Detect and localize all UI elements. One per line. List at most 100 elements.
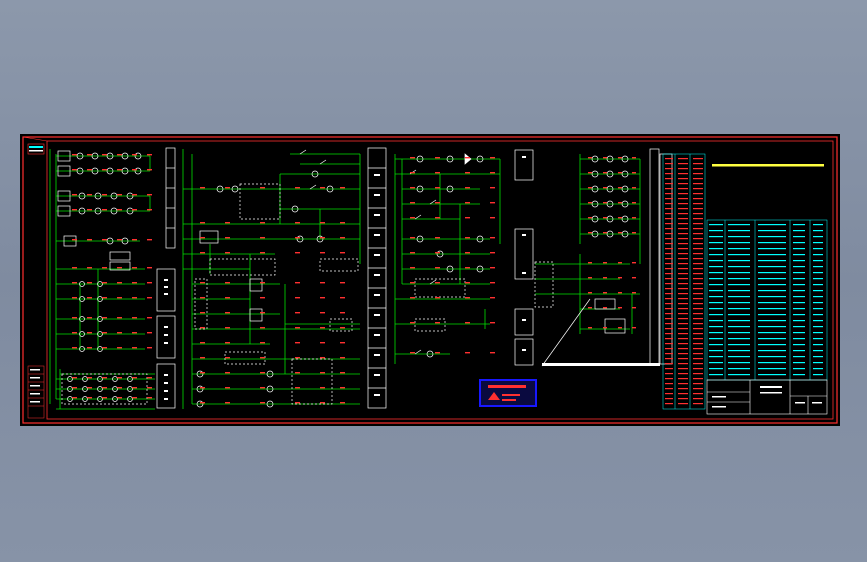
device-tag (678, 323, 688, 325)
device-tag (665, 163, 673, 165)
device-tag (678, 208, 688, 210)
device-tag (117, 332, 122, 334)
device-tag (728, 362, 750, 364)
device-tag (225, 402, 230, 404)
device-tag (410, 267, 415, 269)
device-tag (693, 203, 703, 205)
device-tag (728, 242, 750, 244)
device-tag (709, 242, 723, 244)
device-tag (490, 172, 495, 174)
device-tag (72, 282, 77, 284)
device-tag (813, 374, 823, 376)
device-tag (603, 292, 607, 294)
device-tag (200, 327, 205, 329)
device-tag (295, 282, 300, 284)
device-tag (693, 308, 703, 310)
device-tag (490, 282, 495, 284)
device-tag (147, 282, 152, 284)
device-tag (320, 252, 325, 254)
device-tag (588, 202, 592, 204)
device-tag (102, 377, 107, 379)
device-tag (693, 193, 703, 195)
device-tag (793, 272, 805, 274)
device-tag (709, 326, 723, 328)
device-tag (87, 397, 92, 399)
device-tag (200, 342, 205, 344)
device-tag (709, 308, 723, 310)
relay-logic-devices (409, 153, 484, 358)
device-tag (340, 187, 345, 189)
device-tag (693, 208, 703, 210)
device-tag (758, 344, 786, 346)
device-tag (320, 402, 325, 404)
device-tag (728, 278, 750, 280)
device-tag (465, 297, 470, 299)
device-tag (665, 348, 673, 350)
device-tag (588, 327, 592, 329)
device-tag (793, 278, 805, 280)
cad-drawing-viewport[interactable] (20, 134, 840, 426)
device-tag (225, 187, 230, 189)
device-tag (117, 209, 122, 211)
device-tag (603, 327, 607, 329)
device-tag (102, 209, 107, 211)
device-tag (793, 284, 805, 286)
device-tag (758, 272, 786, 274)
device-tag (665, 308, 673, 310)
device-tag (632, 217, 636, 219)
device-tag (728, 260, 750, 262)
device-tag (693, 263, 703, 265)
device-tag (709, 338, 723, 340)
device-tag (147, 169, 152, 171)
device-tag (200, 402, 205, 404)
device-tag (603, 232, 607, 234)
device-tag (72, 377, 77, 379)
device-tag (340, 312, 345, 314)
note-text-line (542, 363, 660, 366)
device-tag (435, 352, 440, 354)
device-tag (295, 312, 300, 314)
device-tag (102, 194, 107, 196)
device-tag (295, 222, 300, 224)
device-tag (665, 268, 673, 270)
device-tag (340, 372, 345, 374)
device-tag (632, 172, 636, 174)
device-tag (200, 312, 205, 314)
device-tag (813, 314, 823, 316)
device-tag (200, 222, 205, 224)
device-tag (340, 402, 345, 404)
device-tag (665, 253, 673, 255)
device-tag (72, 347, 77, 349)
device-tag (813, 302, 823, 304)
device-tag (340, 387, 345, 389)
device-tag (709, 332, 723, 334)
device-tag (665, 373, 673, 375)
device-tag (147, 154, 152, 156)
device-tag (665, 318, 673, 320)
device-tag (758, 320, 786, 322)
device-tag (709, 272, 723, 274)
device-tag (693, 248, 703, 250)
device-tag (665, 358, 673, 360)
device-tag (410, 187, 415, 189)
device-tag (588, 172, 592, 174)
device-tag (102, 169, 107, 171)
device-tag (709, 254, 723, 256)
device-tag (465, 202, 470, 204)
device-tag (632, 202, 636, 204)
outer-frame (22, 136, 838, 424)
device-tag (102, 332, 107, 334)
device-tag (340, 342, 345, 344)
device-tag (693, 333, 703, 335)
device-tag (665, 343, 673, 345)
device-tag (665, 403, 673, 405)
device-tag (678, 283, 688, 285)
device-tag (813, 368, 823, 370)
electrical-schematic-sheet (22, 136, 838, 424)
device-tag (603, 307, 607, 309)
device-tag (728, 254, 750, 256)
device-tag (678, 343, 688, 345)
device-tag (678, 223, 688, 225)
device-tag (117, 317, 122, 319)
device-tag (618, 232, 622, 234)
